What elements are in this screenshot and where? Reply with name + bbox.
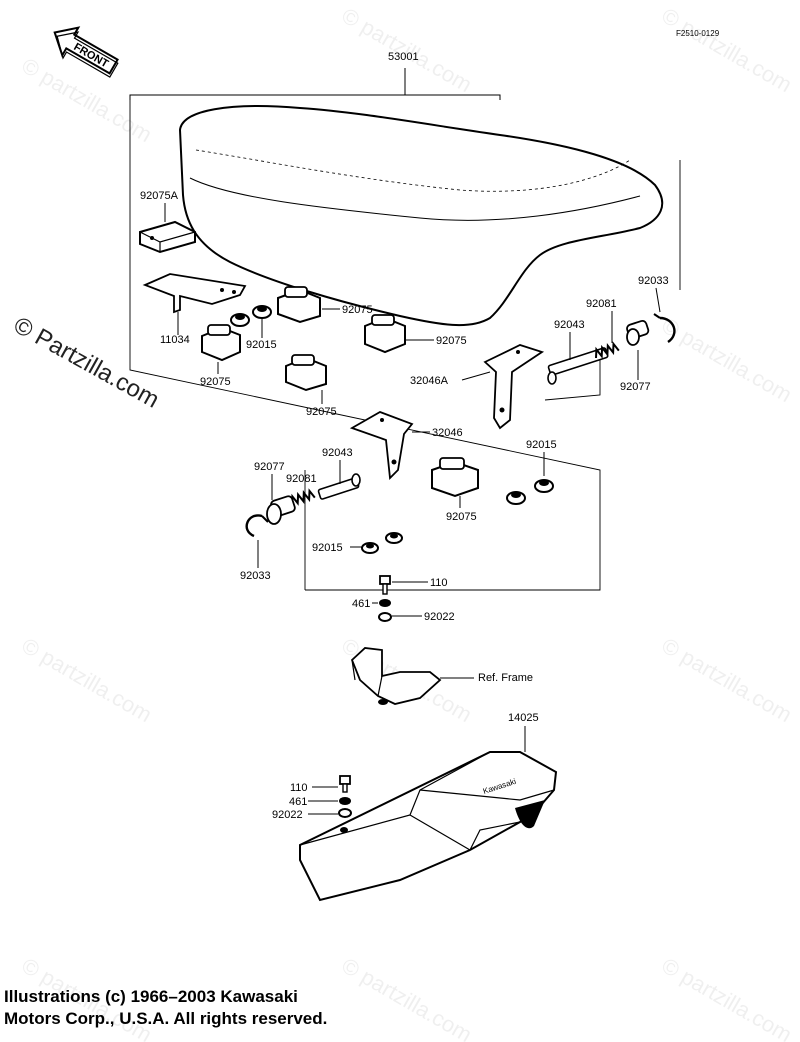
assembly-outline: [129, 100, 681, 591]
circlip-92033-left: [245, 514, 269, 538]
watermark-text: © partzilla.com: [658, 3, 797, 98]
frame-bracket: [350, 647, 442, 705]
figure-code: F2510-0129: [676, 29, 720, 38]
washer-92022: [378, 612, 392, 622]
collar-92077-left: [266, 495, 296, 525]
bracket-32046A: [483, 344, 545, 430]
grommet-92015: [230, 305, 272, 327]
label-92075-e: 92075: [446, 511, 477, 523]
tail-cover-14025: Kawasaki: [299, 751, 558, 902]
label-14025: 14025: [508, 712, 539, 724]
leader-line: [129, 68, 501, 100]
damper-92075: [285, 354, 327, 392]
washer-92022-lower: [338, 808, 352, 818]
watermark-text: © partzilla.com: [18, 633, 157, 728]
watermark-text: © partzilla.com: [338, 3, 477, 98]
label-92015-bottom: 92015: [312, 542, 343, 554]
label-92043-right: 92043: [554, 319, 585, 331]
label-92075-d: 92075: [306, 406, 337, 418]
circlip-92033-right: [653, 313, 676, 343]
watermark-text: © partzilla.com: [18, 53, 157, 148]
label-92022: 92022: [424, 611, 455, 623]
label-461-lower: 461: [289, 796, 307, 808]
copyright-line-1: Illustrations (c) 1966–2003 Kawasaki: [4, 987, 298, 1006]
label-92075-b: 92075: [342, 304, 373, 316]
label-11034: 11034: [160, 334, 190, 346]
label-92033-right: 92033: [638, 275, 669, 287]
watermark-text: © partzilla.com: [658, 953, 797, 1042]
copyright-notice: Illustrations (c) 1966–2003 Kawasaki Mot…: [4, 986, 327, 1030]
bolt-110: [379, 575, 391, 595]
label-110-lower: 110: [290, 782, 308, 794]
bolt-110-lower: [339, 775, 351, 793]
damper-92075: [277, 286, 321, 324]
label-92015: 92015: [246, 339, 277, 351]
label-110: 110: [430, 577, 448, 589]
damper-92075: [201, 324, 241, 362]
label-92015-right: 92015: [526, 439, 557, 451]
washer-461: [379, 599, 391, 607]
spring-92081-right: [595, 341, 620, 359]
label-92077-left: 92077: [254, 461, 285, 473]
collar-92077-right: [626, 319, 650, 346]
watermark-text: © partzilla.com: [338, 953, 477, 1042]
watermark-text: © partzilla.com: [658, 313, 797, 408]
watermark-text: © Partzilla.com: [9, 312, 164, 414]
label-92081-left: 92081: [286, 473, 317, 485]
watermark-text: © partzilla.com: [658, 633, 797, 728]
damper-92075: [431, 457, 479, 498]
label-92022-lower: 92022: [272, 809, 303, 821]
washer-461-lower: [339, 797, 351, 805]
label-53001: 53001: [388, 51, 419, 63]
label-92075A: 92075A: [140, 190, 179, 202]
seat-53001: [178, 105, 664, 327]
grommet-92015: [361, 532, 403, 554]
label-92043-left: 92043: [322, 447, 353, 459]
grommet-92015: [506, 479, 554, 505]
label-92033-left: 92033: [240, 570, 271, 582]
label-32046: 32046: [432, 427, 463, 439]
spring-92081-left: [291, 488, 316, 506]
label-92075-a: 92075: [200, 376, 231, 388]
label-92075-c: 92075: [436, 335, 467, 347]
label-ref-frame: Ref. Frame: [478, 672, 533, 684]
bracket-11034: [142, 273, 247, 314]
label-32046A: 32046A: [410, 375, 449, 387]
bracket-32046: [349, 411, 414, 480]
damper-92075: [364, 314, 406, 354]
label-92081-right: 92081: [586, 298, 617, 310]
bolt-92043-left: [317, 473, 361, 500]
damper-92075A: [139, 220, 196, 254]
copyright-line-2: Motors Corp., U.S.A. All rights reserved…: [4, 1009, 328, 1028]
label-461: 461: [352, 598, 370, 610]
front-arrow-icon: FRONT: [53, 26, 119, 78]
label-92077-right: 92077: [620, 381, 651, 393]
